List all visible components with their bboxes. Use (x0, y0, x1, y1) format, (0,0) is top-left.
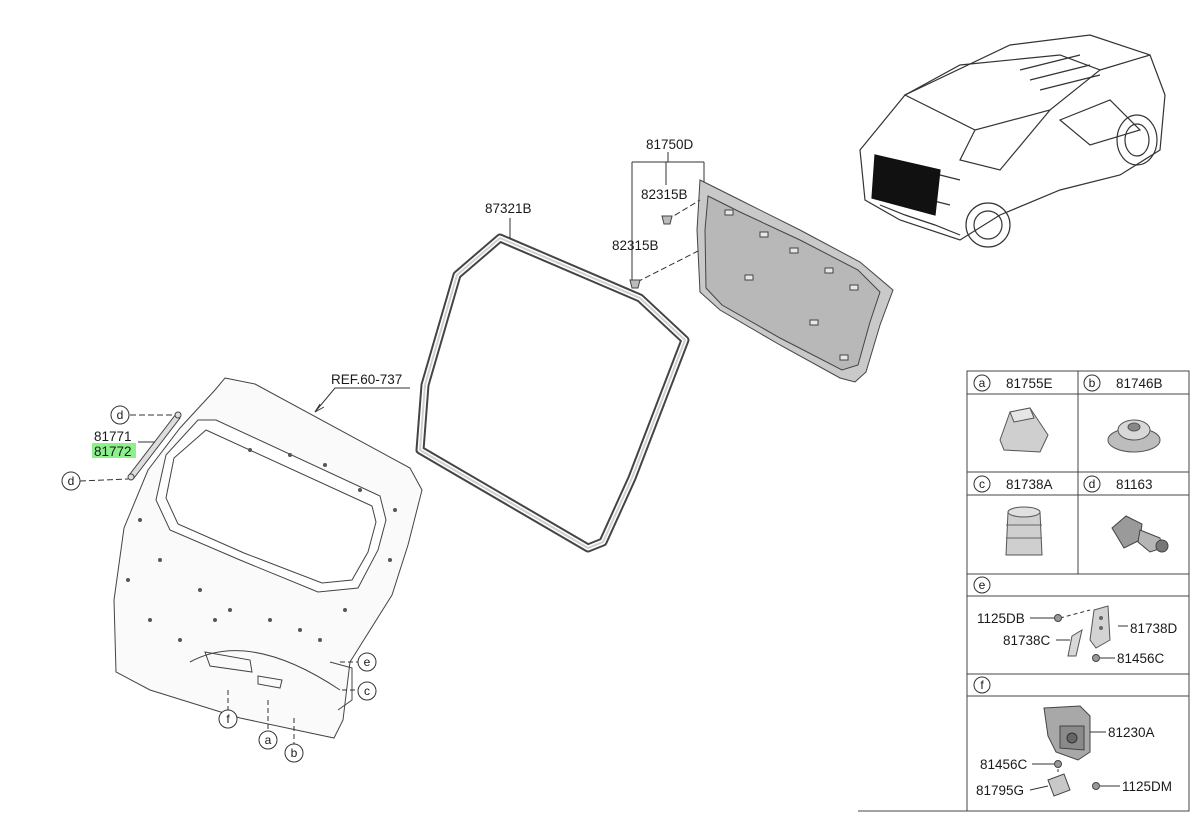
svg-text:a: a (979, 376, 986, 390)
svg-text:d: d (1089, 477, 1096, 491)
clip-upper-icon (661, 215, 673, 225)
gas-strut (127, 411, 182, 481)
svg-text:e: e (979, 578, 986, 592)
svg-text:81738A: 81738A (1006, 477, 1053, 492)
svg-text:a: a (265, 733, 272, 747)
clip-lower-icon (629, 279, 641, 289)
label-1125dm[interactable]: 1125DM (1122, 779, 1172, 794)
nut-81456c-f-icon (1054, 760, 1062, 768)
svg-text:81755E: 81755E (1006, 376, 1053, 391)
table-section-e-header[interactable]: e (973, 576, 991, 594)
part-81163-icon (1111, 515, 1169, 553)
part-81738d-icon (1089, 605, 1111, 649)
bolt-1125dm-icon (1092, 782, 1100, 790)
weatherstrip (415, 233, 690, 553)
vehicle-thumbnail (859, 34, 1166, 248)
strut-label-highlight (92, 443, 136, 458)
circle-f-panel[interactable]: f (218, 709, 238, 729)
svg-text:f: f (980, 678, 984, 692)
nut-81456c-e-icon (1092, 654, 1100, 662)
callout-leaders (227, 661, 358, 744)
strut-leaders (79, 414, 175, 482)
table-cell-b[interactable]: b 81746B (1083, 374, 1163, 392)
table-cell-c[interactable]: c 81738A (973, 475, 1053, 493)
clip-upper-label[interactable]: 82315B (641, 187, 688, 202)
tailgate-panel (113, 377, 423, 739)
circle-d-upper[interactable]: d (110, 405, 130, 425)
label-81456c-f[interactable]: 81456C (980, 757, 1028, 772)
svg-text:81163: 81163 (1116, 477, 1153, 492)
svg-text:d: d (68, 474, 75, 488)
circle-c-panel[interactable]: c (357, 681, 377, 701)
svg-text:c: c (364, 684, 370, 698)
tailgate-highlight (871, 154, 941, 216)
label-81456c-e[interactable]: 81456C (1117, 651, 1165, 666)
table-section-f-header[interactable]: f (973, 676, 991, 694)
clip-lower-label[interactable]: 82315B (612, 238, 659, 253)
label-1125db[interactable]: 1125DB (977, 611, 1025, 626)
trim-label[interactable]: 81750D (646, 137, 694, 152)
part-81746b-icon (1107, 419, 1161, 453)
bolt-1125db-icon (1054, 614, 1062, 622)
trim-leaders (631, 152, 705, 283)
circle-a-panel[interactable]: a (258, 730, 278, 750)
weatherstrip-label[interactable]: 87321B (485, 201, 532, 216)
table-cell-a[interactable]: a 81755E (973, 374, 1053, 392)
section-f-leaders (1029, 731, 1120, 791)
svg-text:b: b (291, 746, 298, 760)
circle-d-lower[interactable]: d (61, 471, 81, 491)
strut-label-81771[interactable]: 81771 (94, 429, 132, 444)
ref-leader (314, 387, 410, 413)
label-81738d[interactable]: 81738D (1130, 621, 1178, 636)
svg-text:81746B: 81746B (1116, 376, 1163, 391)
label-81230a[interactable]: 81230A (1108, 725, 1155, 740)
part-81755e-icon (999, 407, 1049, 453)
svg-text:c: c (979, 477, 985, 491)
ref-label[interactable]: REF.60-737 (331, 372, 402, 387)
circle-e-panel[interactable]: e (357, 652, 377, 672)
svg-text:f: f (226, 712, 230, 726)
svg-text:b: b (1089, 376, 1096, 390)
part-81738c-icon (1067, 628, 1083, 657)
part-81738a-icon (1005, 506, 1043, 556)
label-81738c[interactable]: 81738C (1003, 633, 1051, 648)
part-81230a-icon (1043, 705, 1091, 761)
strut-label-81772[interactable]: 81772 (94, 444, 132, 459)
label-81795g[interactable]: 81795G (976, 783, 1024, 798)
table-cell-d[interactable]: d 81163 (1083, 475, 1153, 493)
section-e-parts (1030, 609, 1128, 659)
circle-b-panel[interactable]: b (284, 743, 304, 763)
trim-panel (696, 179, 894, 383)
svg-text:d: d (117, 408, 124, 422)
svg-text:e: e (364, 655, 371, 669)
part-81795g-icon (1047, 773, 1071, 797)
